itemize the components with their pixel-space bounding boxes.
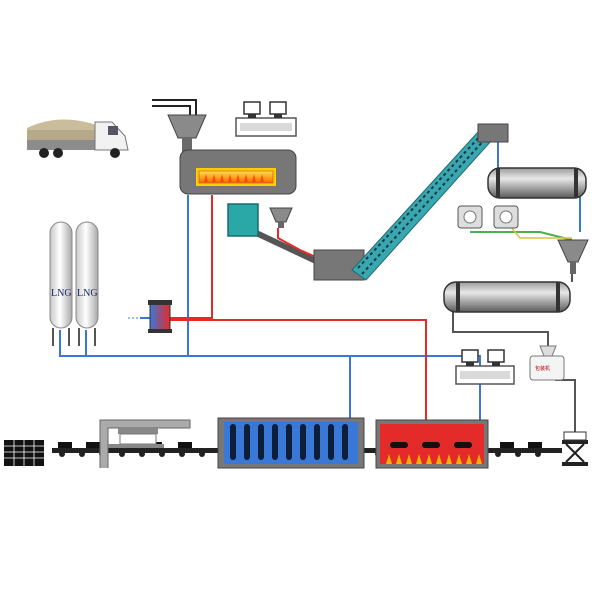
mixer-box <box>313 249 365 281</box>
rotary-drum-top <box>487 167 587 199</box>
cold-gas-line-main <box>59 330 351 420</box>
lng-tank-right: LNG <box>75 221 99 346</box>
svg-text:包装机: 包装机 <box>535 365 550 372</box>
green-air-line-2 <box>509 225 572 239</box>
green-air-line <box>470 231 573 241</box>
bag-to-lift <box>555 379 576 438</box>
flame-icon <box>386 454 482 464</box>
control-monitor-icon <box>235 101 297 137</box>
small-hopper <box>269 207 293 228</box>
control-monitor-icon <box>455 349 515 385</box>
feed-pipe <box>152 99 197 115</box>
lng-label-left: LNG <box>51 288 72 299</box>
pipelines <box>59 99 581 438</box>
hot-line-oven <box>170 319 427 420</box>
hot-line-dryer <box>170 195 213 319</box>
dryer-to-mixer-pipe <box>248 227 320 265</box>
inclined-conveyor <box>351 123 509 281</box>
cooling-kiln <box>217 417 365 469</box>
flame-icon <box>204 174 264 182</box>
delivery-truck-icon <box>27 119 129 158</box>
cyclone-fan-left <box>457 205 483 229</box>
feed-pipe-2 <box>152 105 191 115</box>
packing-machine: 包装机 <box>529 345 565 381</box>
teal-filter-box <box>227 203 259 237</box>
lower-hopper <box>557 239 589 274</box>
lng-tank-left: LNG <box>49 221 73 346</box>
heat-exchanger <box>148 300 172 333</box>
brick-pile-icon <box>4 440 44 466</box>
cyclone-fan-right <box>493 205 519 229</box>
drum2-to-bag <box>452 310 549 352</box>
hot-duct-red <box>277 228 319 259</box>
lng-label-right: LNG <box>77 288 98 299</box>
cold-gas-line-oven <box>350 355 481 420</box>
feed-hopper <box>167 114 207 152</box>
press-frame <box>99 419 191 468</box>
scissor-lift <box>562 431 588 466</box>
heating-oven <box>375 419 489 469</box>
burner-dryer <box>179 149 297 195</box>
rotary-drum-bottom <box>443 281 571 313</box>
